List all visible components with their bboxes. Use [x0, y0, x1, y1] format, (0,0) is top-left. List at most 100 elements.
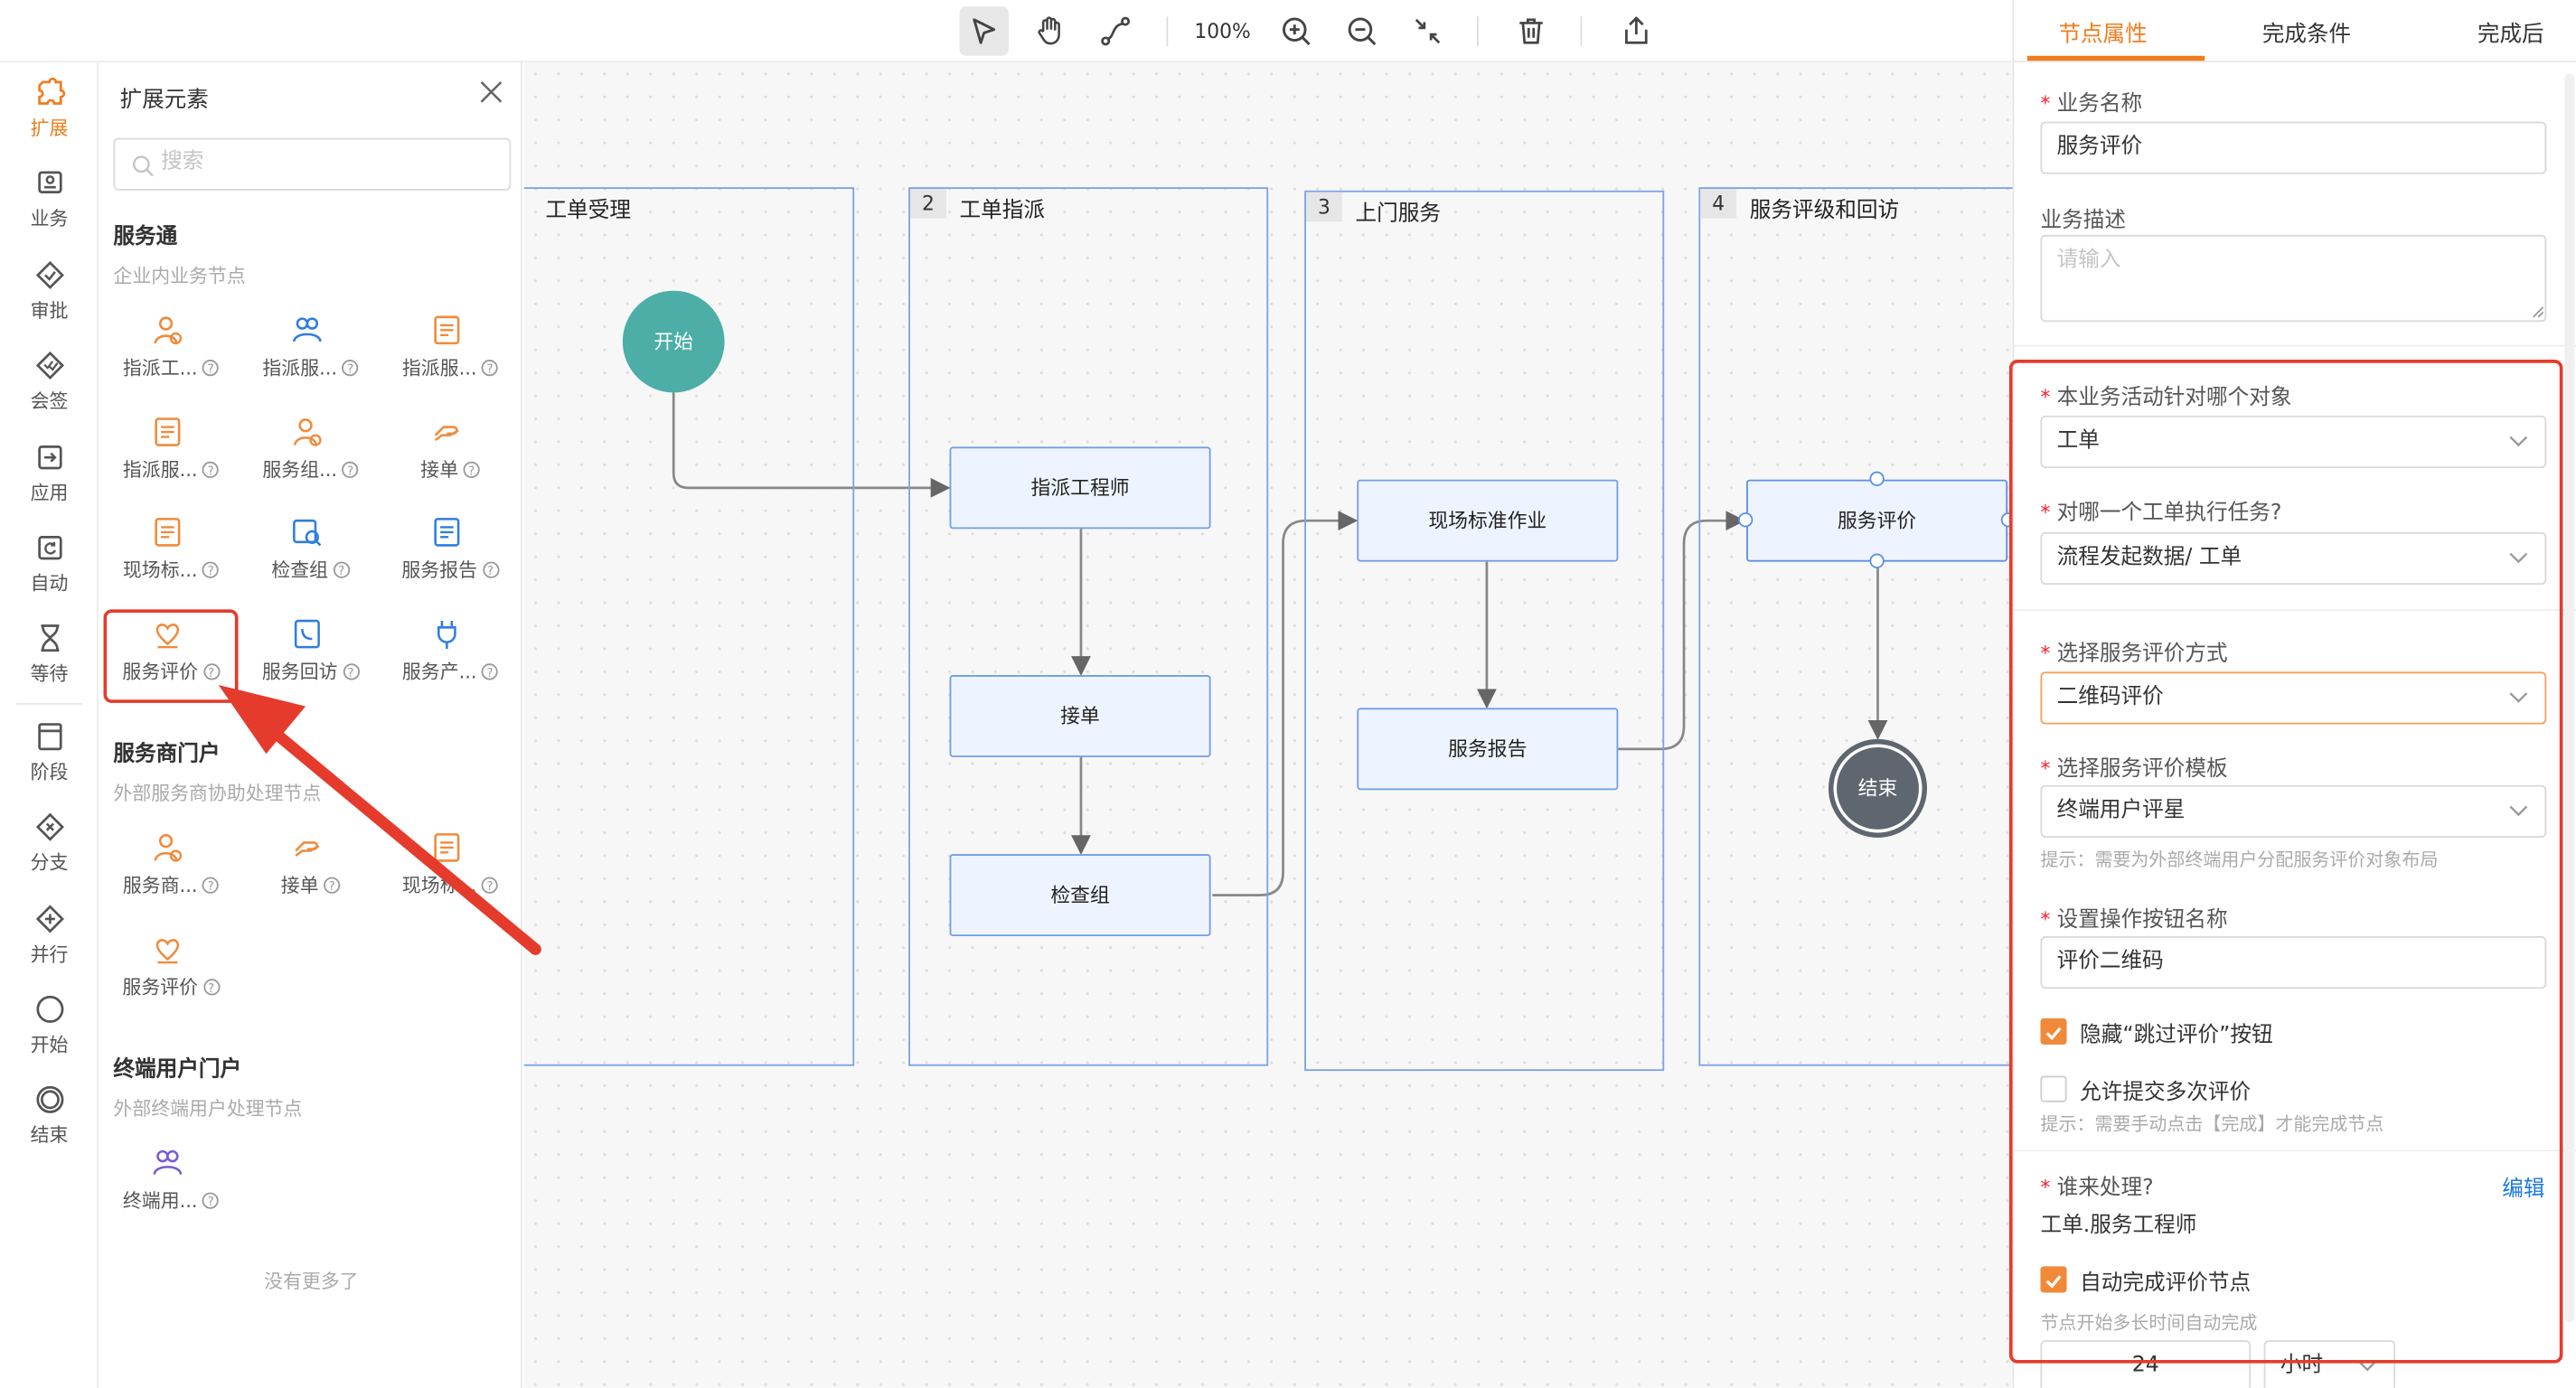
port-handle[interactable]	[1869, 553, 1885, 568]
rail-item-3[interactable]: 审批	[0, 244, 99, 326]
delete-button[interactable]	[1507, 6, 1556, 56]
help-icon[interactable]: ?	[202, 561, 220, 578]
node-inspect-group[interactable]: 检查组	[949, 854, 1211, 937]
help-icon[interactable]: ?	[202, 978, 220, 995]
rail-item-2[interactable]: 业务	[0, 154, 99, 236]
element-item[interactable]: 服务组...?	[243, 413, 378, 495]
resize-handle-icon[interactable]	[2532, 305, 2545, 319]
select-tool-button[interactable]	[959, 6, 1010, 56]
flow-canvas[interactable]: 工单受理 2 工单指派 3 上门服务 4 服务评级和回访 开始 指派工程师 接单…	[523, 62, 2013, 1388]
duration-input[interactable]: 24	[2040, 1340, 2252, 1388]
rail-item-label: 并行	[30, 942, 69, 966]
rail-item-9[interactable]: 分支	[0, 797, 99, 879]
start-node[interactable]: 开始	[622, 290, 725, 393]
element-item[interactable]: 现场标...?	[104, 514, 239, 596]
button-name-input[interactable]: 评价二维码	[2040, 936, 2547, 989]
multi-submit-checkbox[interactable]	[2040, 1075, 2067, 1102]
help-icon[interactable]: ?	[481, 662, 499, 680]
lane-2[interactable]: 2 工单指派	[908, 187, 1269, 1066]
biz-name-input[interactable]: 服务评价	[2040, 121, 2547, 174]
auto-complete-label[interactable]: 自动完成评价节点	[2080, 1271, 2252, 1297]
property-panel-scrollbar[interactable]	[2564, 73, 2575, 1323]
method-select[interactable]: 二维码评价	[2040, 671, 2547, 725]
element-item[interactable]: 接单?	[383, 413, 518, 495]
duration-unit-select[interactable]: 小时	[2263, 1340, 2396, 1388]
element-item[interactable]: 指派服...?	[104, 413, 239, 495]
tab-node-properties[interactable]: 节点属性	[2058, 21, 2148, 48]
fit-view-button[interactable]	[1403, 6, 1453, 56]
node-accept-order[interactable]: 接单	[949, 675, 1211, 757]
element-item[interactable]: 接单?	[243, 830, 378, 912]
end-node[interactable]: 结束	[1828, 738, 1928, 838]
element-item[interactable]: 服务报告?	[383, 514, 518, 596]
handler-edit-link[interactable]: 编辑	[2502, 1177, 2545, 1203]
help-icon[interactable]: ?	[481, 360, 499, 377]
node-service-report[interactable]: 服务报告	[1357, 708, 1619, 791]
search-box[interactable]	[113, 137, 512, 191]
help-icon[interactable]: ?	[333, 561, 350, 578]
element-item[interactable]: 服务商...?	[104, 830, 239, 912]
help-icon[interactable]: ?	[324, 877, 341, 894]
hide-skip-label[interactable]: 隐藏“跳过评价”按钮	[2080, 1023, 2273, 1048]
template-select[interactable]: 终端用户评星	[2040, 784, 2547, 838]
node-service-evaluation[interactable]: 服务评价	[1746, 479, 2008, 562]
zoom-out-button[interactable]	[1338, 6, 1387, 56]
element-item[interactable]: 检查组?	[243, 514, 378, 596]
rail-item-7[interactable]: 等待	[0, 608, 99, 690]
help-icon[interactable]: ?	[482, 561, 499, 578]
element-item[interactable]: 指派服...?	[383, 312, 518, 394]
share-icon	[1625, 16, 1648, 44]
help-icon[interactable]: ?	[202, 662, 220, 680]
tab-after-complete[interactable]: 完成后	[2477, 21, 2544, 48]
port-handle[interactable]	[1869, 471, 1885, 487]
element-item[interactable]: 服务评价?	[104, 615, 239, 698]
help-icon[interactable]: ?	[202, 1192, 220, 1209]
node-onsite-work[interactable]: 现场标准作业	[1357, 479, 1619, 562]
hide-skip-checkbox[interactable]	[2040, 1018, 2067, 1045]
element-item[interactable]: 现场标...?	[383, 830, 518, 912]
element-item[interactable]: 终端用...?	[104, 1145, 239, 1227]
help-icon[interactable]: ?	[342, 662, 360, 680]
task-select[interactable]: 流程发起数据/ 工单	[2040, 531, 2547, 586]
help-icon[interactable]: ?	[463, 460, 480, 478]
auto-complete-checkbox[interactable]	[2040, 1266, 2067, 1293]
rail-item-10[interactable]: 并行	[0, 888, 99, 971]
tab-complete-conditions[interactable]: 完成条件	[2261, 21, 2351, 48]
target-select[interactable]: 工单	[2040, 415, 2547, 469]
close-icon[interactable]	[476, 77, 506, 107]
help-icon[interactable]: ?	[202, 460, 220, 478]
element-item[interactable]: 指派工...?	[104, 312, 239, 394]
rail-item-8[interactable]: 阶段	[0, 706, 99, 788]
lane-3[interactable]: 3 上门服务	[1304, 190, 1665, 1072]
help-icon[interactable]: ?	[481, 877, 499, 894]
edge-report-evaluate[interactable]	[1618, 511, 1746, 751]
element-item[interactable]: 服务回访?	[243, 615, 378, 698]
edge-start-assign[interactable]	[672, 390, 951, 498]
edge-inspect-onsite[interactable]	[1212, 511, 1359, 896]
help-icon[interactable]: ?	[342, 360, 359, 377]
lane-4[interactable]: 4 服务评级和回访	[1698, 187, 2013, 1066]
rail-item-6[interactable]: 自动	[0, 518, 99, 600]
rail-item-12[interactable]: 结束	[0, 1070, 99, 1152]
search-input[interactable]	[161, 149, 490, 174]
element-item[interactable]: 服务评价?	[104, 931, 239, 1013]
lane-1[interactable]: 工单受理	[523, 187, 855, 1066]
hand-tool-button[interactable]	[1025, 6, 1075, 56]
help-icon[interactable]: ?	[202, 360, 220, 377]
help-icon[interactable]: ?	[342, 460, 359, 478]
export-button[interactable]	[1612, 6, 1661, 56]
help-icon[interactable]: ?	[202, 877, 220, 894]
rail-item-4[interactable]: 会签	[0, 335, 99, 417]
node-assign-engineer[interactable]: 指派工程师	[949, 446, 1211, 530]
multi-submit-label[interactable]: 允许提交多次评价	[2080, 1080, 2252, 1106]
element-item[interactable]: 服务产...?	[383, 615, 518, 698]
biz-desc-textarea[interactable]: 请输入	[2040, 234, 2547, 323]
zoom-in-button[interactable]	[1272, 6, 1321, 56]
port-handle[interactable]	[2000, 512, 2013, 528]
element-item[interactable]: 指派服...?	[243, 312, 378, 394]
rail-item-5[interactable]: 应用	[0, 427, 99, 509]
rail-item-11[interactable]: 开始	[0, 979, 99, 1061]
connect-tool-button[interactable]	[1091, 6, 1141, 56]
rail-item-1[interactable]: 扩展	[0, 62, 99, 145]
port-handle[interactable]	[1738, 512, 1753, 528]
